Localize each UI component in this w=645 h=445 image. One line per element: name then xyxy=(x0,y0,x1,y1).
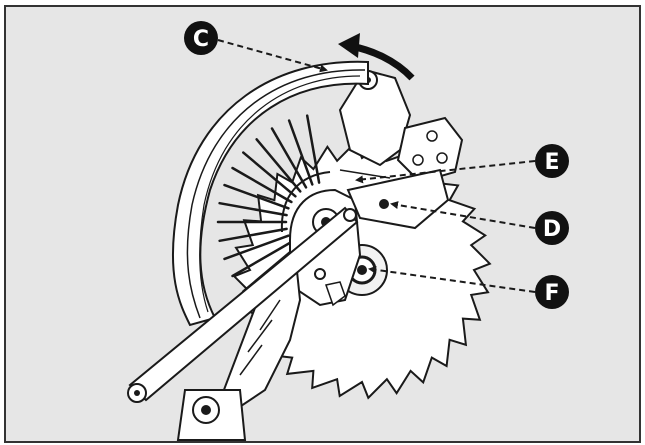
callout-c: C xyxy=(184,21,218,55)
arm-ribs xyxy=(239,299,281,376)
hub-screw xyxy=(314,268,326,280)
lower-blade-guard xyxy=(171,60,369,327)
saw-arm xyxy=(176,249,302,441)
link-rod-pin xyxy=(343,208,357,222)
guard-rib xyxy=(255,138,302,193)
cam-lever xyxy=(325,281,346,307)
guard-rib xyxy=(218,201,288,217)
leader-d xyxy=(390,201,536,229)
callout-e-badge xyxy=(535,144,569,178)
guard-rib xyxy=(218,227,288,243)
leader-c xyxy=(217,39,328,73)
guard-rib xyxy=(223,183,290,210)
callout-d-label: D xyxy=(543,217,561,242)
guard-rib xyxy=(270,127,308,189)
curved-arrow-icon xyxy=(338,33,360,58)
guard-rib xyxy=(231,166,293,204)
lower-guard-rim xyxy=(186,69,366,319)
callout-d-badge xyxy=(535,211,569,245)
guard-rib xyxy=(305,114,321,184)
arbor-bolt-center xyxy=(357,265,367,275)
callout-f-label: F xyxy=(544,281,559,306)
plate-screw xyxy=(379,199,389,209)
link-rod-end-center xyxy=(134,390,140,396)
guard-link-rod xyxy=(127,206,359,403)
upper-blade-guard xyxy=(338,68,464,184)
guard-rib xyxy=(242,151,297,198)
bracket-screw xyxy=(412,154,424,166)
callout-c-badge xyxy=(184,21,218,55)
callout-leaders xyxy=(217,39,536,293)
arm-pivot-center xyxy=(201,405,211,415)
bracket-screw xyxy=(436,152,448,164)
callout-f: F xyxy=(535,275,569,309)
guard-rib xyxy=(231,240,293,278)
guard-housing xyxy=(338,68,412,167)
leader-f xyxy=(368,265,536,293)
callout-f-badge xyxy=(535,275,569,309)
callout-c-label: C xyxy=(193,27,209,52)
guard-rib xyxy=(287,119,314,186)
lower-guard-inner-rim xyxy=(199,75,361,313)
callout-e-label: E xyxy=(544,150,559,175)
lower-guard-shell xyxy=(171,60,369,327)
callout-e: E xyxy=(535,144,569,178)
guard-hub-arc xyxy=(280,171,331,233)
callout-d: D xyxy=(535,211,569,245)
guard-rib xyxy=(223,234,290,261)
guard-bracket xyxy=(396,116,464,184)
bracket-screw xyxy=(426,130,438,142)
